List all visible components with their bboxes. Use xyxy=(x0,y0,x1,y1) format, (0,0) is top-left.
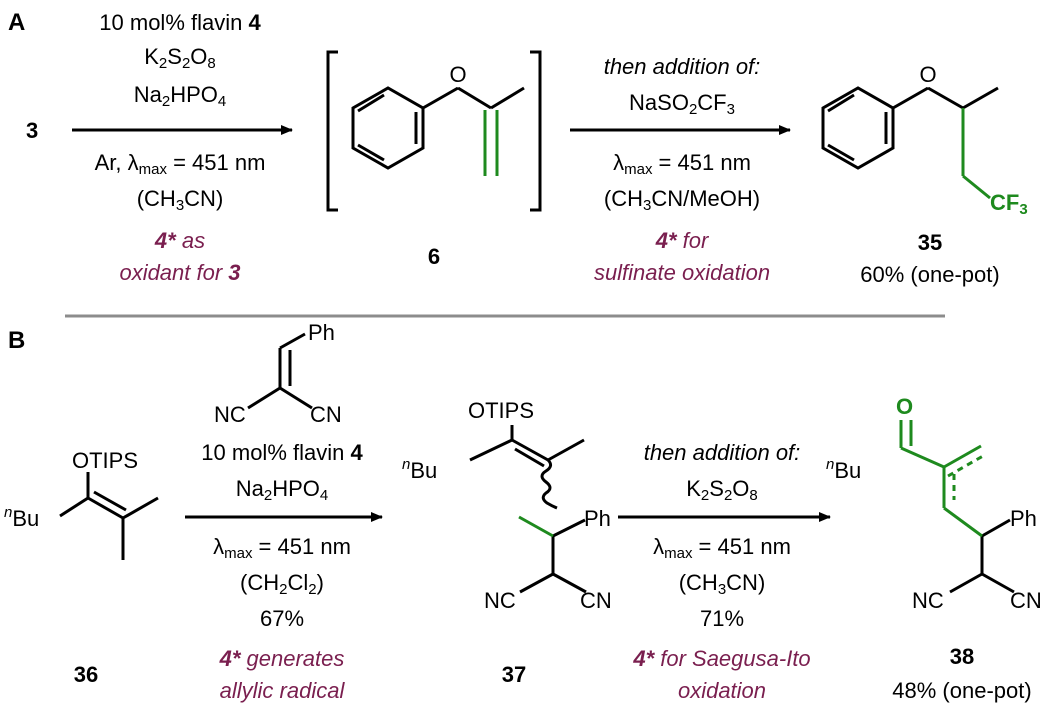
condition-na2hpo4-a: Na2HPO4 xyxy=(133,82,227,110)
otips-36: OTIPS xyxy=(72,448,139,473)
compound-label-3: 3 xyxy=(26,118,39,143)
note-oxidant-3-line2: oxidant for 3 xyxy=(119,260,241,285)
yield-37-step: 67% xyxy=(259,606,305,631)
nbu-38: nBu xyxy=(826,456,862,483)
otips-37: OTIPS xyxy=(468,398,535,423)
condition-light-a2: λmax = 451 nm xyxy=(613,150,751,178)
compound-label-36: 36 xyxy=(73,662,99,687)
note-saegusa-line2: oxidation xyxy=(677,678,767,703)
yield-38: 48% (one-pot) xyxy=(892,678,1032,703)
molecule-36 xyxy=(59,472,159,560)
condition-flavin-a: 10 mol% flavin 4 xyxy=(99,10,261,35)
condition-then-b: then addition of: xyxy=(643,440,801,465)
nc-38: NC xyxy=(912,588,944,613)
atom-o-35: O xyxy=(918,62,938,87)
compound-label-6: 6 xyxy=(427,244,441,269)
panel-label-a: A xyxy=(8,9,26,36)
nbu-37: nBu xyxy=(402,456,438,483)
compound-label-35: 35 xyxy=(917,230,943,255)
condition-solvent-b2: (CH3CN) xyxy=(678,570,766,598)
atom-o-38: O xyxy=(896,394,914,419)
note-oxidant-3: 4* as xyxy=(154,228,206,253)
bracket-left xyxy=(326,50,338,212)
condition-reagent-a: NaSO2CF3 xyxy=(629,90,735,118)
ph-38: Ph xyxy=(1010,506,1037,531)
cn-37: CN xyxy=(580,588,612,613)
atom-cf3-35: CF3 xyxy=(990,190,1028,218)
condition-na2hpo4-b: Na2HPO4 xyxy=(235,476,329,504)
yield-38-step: 71% xyxy=(699,606,745,631)
compound-label-38: 38 xyxy=(949,644,975,669)
reagent-ph: Ph xyxy=(308,320,335,345)
nbu-36: nBu xyxy=(4,504,40,531)
yield-35: 60% (one-pot) xyxy=(860,262,1000,287)
condition-light-a: Ar, λmax = 451 nm xyxy=(94,150,266,178)
molecule-35 xyxy=(821,64,999,170)
ph-37: Ph xyxy=(584,506,611,531)
condition-solvent-a2: (CH3CN/MeOH) xyxy=(603,186,761,214)
condition-flavin-b: 10 mol% flavin 4 xyxy=(201,440,363,465)
nc-37: NC xyxy=(484,588,516,613)
compound-label-37: 37 xyxy=(501,662,527,687)
reagent-alkene xyxy=(247,332,313,410)
note-sulfinate: 4* for xyxy=(655,228,709,253)
note-saegusa: 4* for Saegusa-Ito xyxy=(633,646,811,671)
bracket-right xyxy=(530,50,542,212)
condition-then-a: then addition of: xyxy=(603,54,761,79)
condition-solvent-a: (CH3CN) xyxy=(136,186,224,214)
condition-light-b2: λmax = 451 nm xyxy=(653,534,791,562)
atom-o-6: O xyxy=(448,62,468,87)
note-sulfinate-line2: sulfinate oxidation xyxy=(593,260,771,285)
new-alkene-6 xyxy=(483,110,499,176)
note-allylic-line2: allylic radical xyxy=(219,678,345,703)
new-bond-37 xyxy=(518,515,554,538)
condition-solvent-b: (CH2Cl2) xyxy=(240,570,324,598)
molecule-38 xyxy=(949,518,1015,594)
condition-k2s2o8-b: K2S2O8 xyxy=(686,476,758,504)
panel-label-b: B xyxy=(8,327,26,354)
new-bonds-35 xyxy=(961,108,991,200)
reagent-nc: NC xyxy=(214,402,246,427)
reagent-cn: CN xyxy=(310,402,342,427)
molecule-6 xyxy=(351,64,525,170)
molecule-37 xyxy=(469,425,587,594)
new-bonds-38 xyxy=(899,420,984,538)
condition-light-b: λmax = 451 nm xyxy=(213,534,351,562)
cn-38: CN xyxy=(1010,588,1042,613)
condition-k2s2o8-a: K2S2O8 xyxy=(144,44,216,72)
note-allylic: 4* generates xyxy=(219,646,345,671)
